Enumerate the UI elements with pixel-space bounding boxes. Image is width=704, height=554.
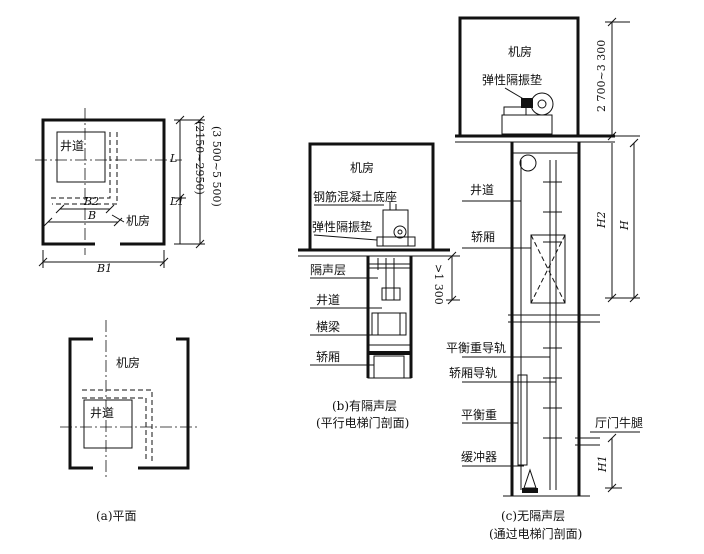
sound-layer-label: 隔声层 <box>310 263 346 277</box>
machine-room-label-b: 机房 <box>350 160 374 175</box>
panel-b-section: 机房 钢筋混凝土底座 弹性隔振垫 隔声层 井道 横梁 轿厢 >1 300 <box>298 142 460 379</box>
caption-b-line1: (b)有隔声层 <box>332 399 397 413</box>
dim-b1: B1 <box>96 262 112 275</box>
isolation-pad-label-c: 弹性隔振垫 <box>482 72 542 87</box>
dim-h2: H2 <box>595 211 608 229</box>
panel-a-bottom-plan: 机房 井道 <box>60 320 200 478</box>
counterweight-label: 平衡重 <box>461 408 497 422</box>
caption-c-line1: (c)无隔声层 <box>501 509 565 523</box>
isolation-pad-label-b: 弹性隔振垫 <box>312 219 372 234</box>
concrete-base-label: 钢筋混凝土底座 <box>313 189 397 204</box>
shaft-label-a2: 井道 <box>90 406 114 420</box>
dim-b2: B2 <box>83 195 99 208</box>
crossbeam-label: 横梁 <box>316 319 340 334</box>
caption-b-line2: (平行电梯门剖面) <box>316 415 409 430</box>
buffer-label: 缓冲器 <box>461 449 497 464</box>
car-label-c: 轿厢 <box>471 229 495 244</box>
range-l: (2150~2950) <box>193 121 206 195</box>
dim-h: H <box>618 220 631 231</box>
dim-h1: H1 <box>596 455 609 473</box>
machine-room-label-c: 机房 <box>508 44 532 59</box>
dim-1300: >1 300 <box>432 264 445 305</box>
panel-c-section: 机房 弹性隔振垫 井道 轿厢 平衡重导轨 轿厢导轨 平衡重 缓冲器 厅门牛腿 2… <box>446 16 643 497</box>
car-label-b: 轿厢 <box>316 349 340 364</box>
caption-a: (a)平面 <box>96 509 137 523</box>
hall-sill-label: 厅门牛腿 <box>595 415 643 430</box>
panel-a-top-plan: 井道 机房 B2 B B1 L L1 (2150~2950) (3 500~5 … <box>35 108 223 275</box>
shaft-label-b: 井道 <box>316 293 340 307</box>
dim-l: L <box>169 152 177 165</box>
machine-room-label-a2: 机房 <box>116 355 140 370</box>
dim-l1: L1 <box>169 195 184 208</box>
dim-room-height: 2 700~3 300 <box>595 40 608 112</box>
shaft-label-c: 井道 <box>470 183 494 197</box>
caption-c-line2: (通过电梯门剖面) <box>489 526 582 541</box>
car-guide-rail-label: 轿厢导轨 <box>449 365 497 380</box>
cw-guide-rail-label: 平衡重导轨 <box>446 341 506 355</box>
dim-b: B <box>87 209 96 222</box>
range-l1: (3 500~5 500) <box>210 126 223 207</box>
shaft-label-a: 井道 <box>60 139 84 153</box>
machine-room-label-a: 机房 <box>126 213 150 228</box>
